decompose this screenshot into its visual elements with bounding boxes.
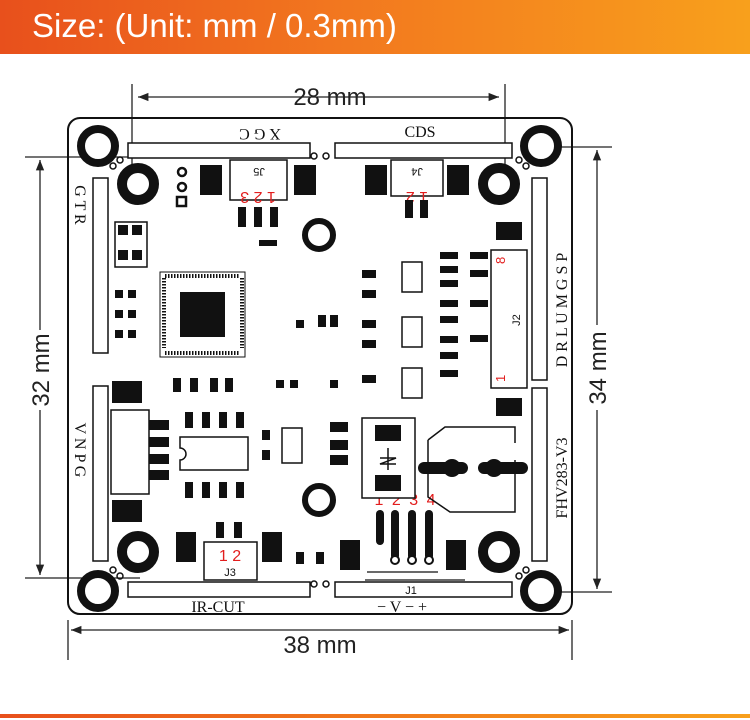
connector-j1: J1 1 2 3 4: [365, 492, 465, 597]
pin-pads-j-small: [175, 166, 188, 208]
svg-text:1: 1: [493, 375, 508, 382]
svg-text:8: 8: [493, 257, 508, 264]
label-vnpg: V N P G: [71, 423, 88, 478]
connector-j2: J2 1 8: [490, 249, 528, 389]
header-right-bottom: [531, 387, 548, 562]
dim-right-label: 34 mm: [585, 331, 612, 404]
vias: [109, 152, 530, 588]
header-right-top: [531, 177, 548, 381]
svg-text:J1: J1: [405, 585, 417, 597]
connector-j3: 1 2 J3: [203, 541, 258, 581]
svg-text:J4: J4: [411, 165, 423, 177]
smd-components: [114, 165, 522, 570]
dimension-bottom: [67, 620, 573, 660]
banner-title: Size: (Unit: mm / 0.3mm): [32, 7, 397, 44]
board-outline: [67, 117, 573, 615]
label-drlumgsp: D R L U M G S P: [554, 253, 571, 368]
header-top-left: [127, 142, 311, 159]
header-top-right: [334, 142, 513, 159]
svg-text:J3: J3: [224, 567, 236, 579]
dim-top-label: 28 mm: [293, 84, 366, 111]
connector-j5: J5 1 2 3: [229, 159, 288, 205]
connector-j4: J4 1 2: [390, 159, 444, 205]
svg-text:1 2 3: 1 2 3: [240, 188, 276, 205]
svg-text:1 2: 1 2: [219, 548, 241, 565]
lens-holder-outline: [427, 426, 516, 513]
diode-box: [361, 417, 416, 499]
soic-chip: [179, 412, 249, 498]
header-bottom-right: [334, 581, 513, 598]
label-gtr: G T R: [71, 185, 88, 225]
header-bottom-left: [127, 581, 311, 598]
mounting-holes: [77, 125, 562, 612]
footer-divider: [0, 714, 750, 718]
crystal: [418, 459, 528, 477]
main-chip: [159, 271, 246, 358]
label-power: − V − +: [377, 599, 427, 616]
model-label: FHV283-V3: [554, 438, 571, 519]
label-cds: CDS: [404, 124, 435, 141]
header-left-top: [92, 177, 109, 354]
label-xgc: X G C: [239, 125, 281, 142]
label-ir-cut: IR-CUT: [191, 599, 245, 616]
svg-text:J5: J5: [253, 165, 265, 177]
dim-bottom-label: 38 mm: [283, 632, 356, 659]
regulator: [110, 381, 169, 522]
small-ics: [281, 261, 423, 464]
title-banner: Size: (Unit: mm / 0.3mm): [0, 0, 750, 54]
header-left-bottom: [92, 385, 109, 562]
svg-text:J2: J2: [511, 314, 523, 326]
dim-left-label: 32 mm: [28, 333, 55, 406]
